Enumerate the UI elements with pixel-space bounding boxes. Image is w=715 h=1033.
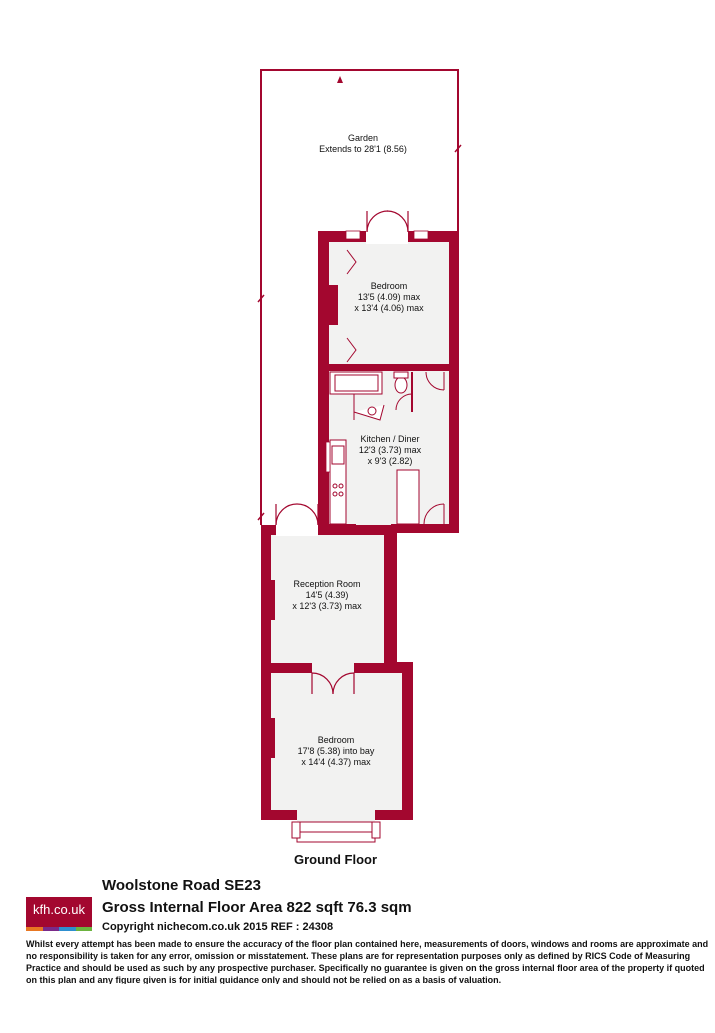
room-dims: x 9'3 (2.82) [368, 456, 413, 466]
bathroom [329, 371, 413, 421]
logo-stripe [75, 927, 92, 931]
north-arrow-icon [337, 76, 343, 83]
room-name: Reception Room [293, 579, 360, 589]
room-dims: x 12'3 (3.73) max [292, 601, 362, 611]
window [345, 230, 361, 240]
bay-window [291, 821, 381, 843]
room-dims: 17'8 (5.38) into bay [298, 746, 375, 756]
window [325, 441, 331, 473]
property-address: Woolstone Road SE23 [102, 877, 261, 894]
floor-caption: Ground Floor [293, 852, 378, 867]
room-dims: x 14'4 (4.37) max [301, 757, 371, 767]
room-name: Garden [348, 133, 378, 143]
kitchen-fittings [329, 439, 445, 525]
agency-logo: kfh.co.uk [26, 897, 92, 927]
french-doors [366, 210, 409, 244]
room-dims: x 13'4 (4.06) max [354, 303, 424, 313]
copyright: Copyright nichecom.co.uk 2015 REF : 2430… [102, 921, 334, 933]
break-mark-icon [257, 294, 265, 303]
floor-plan: Garden Extends to 28'1 (8.56) Bedroom 13… [257, 69, 462, 843]
logo-stripe [59, 927, 76, 931]
internal-doors [311, 661, 355, 695]
room-dims: 14'5 (4.39) [306, 590, 349, 600]
break-mark-icon [454, 144, 462, 153]
break-mark-icon [257, 512, 265, 521]
logo-stripe [26, 927, 43, 931]
floor-area: Gross Internal Floor Area 822 sqft 76.3 … [102, 899, 412, 916]
room-name: Bedroom [318, 735, 355, 745]
room-dims: Extends to 28'1 (8.56) [319, 144, 407, 154]
french-doors [275, 503, 319, 536]
room-dims: 13'5 (4.09) max [358, 292, 421, 302]
room-name: Bedroom [371, 281, 408, 291]
room-name: Kitchen / Diner [360, 434, 419, 444]
logo-stripe [42, 927, 59, 931]
disclaimer: Whilst every attempt has been made to en… [26, 939, 709, 984]
logo-stripes [26, 927, 92, 931]
window [413, 230, 429, 240]
wardrobe-doors [346, 249, 357, 363]
room-dims: 12'3 (3.73) max [359, 445, 422, 455]
